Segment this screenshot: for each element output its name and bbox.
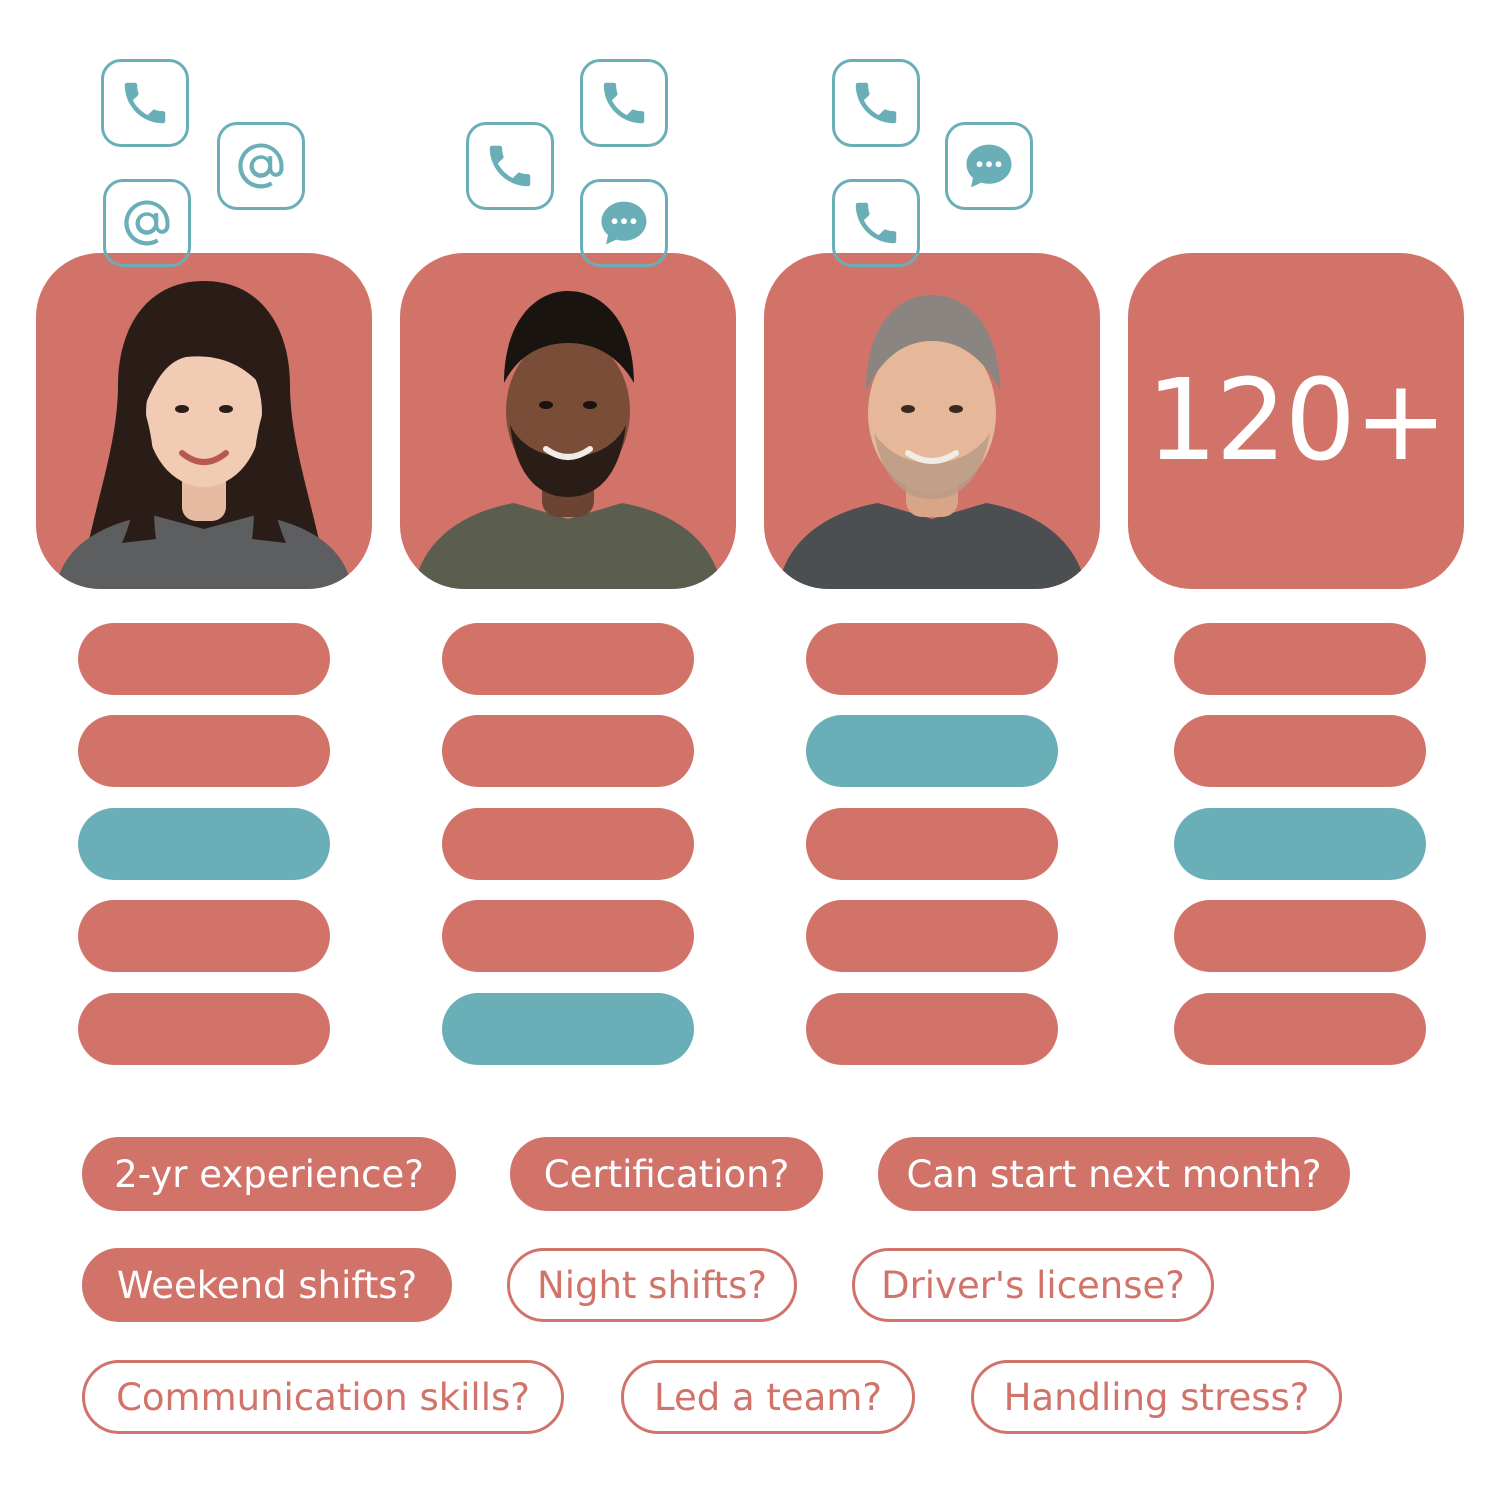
at-sign-icon (217, 122, 305, 210)
question-chip-night-shifts[interactable]: Night shifts? (507, 1248, 797, 1322)
candidate-card-3[interactable] (764, 253, 1100, 589)
at-sign-icon (103, 179, 191, 267)
phone-icon (832, 59, 920, 147)
more-candidates-attribute-bar-highlight (1174, 808, 1426, 880)
candidate-1-attribute-bar (78, 715, 330, 787)
question-chip-communication[interactable]: Communication skills? (82, 1360, 564, 1434)
phone-icon (832, 179, 920, 267)
question-chip-weekend-shifts[interactable]: Weekend shifts? (82, 1248, 452, 1322)
more-candidates-card[interactable]: 120+ (1128, 253, 1464, 589)
candidate-2-attribute-bar-highlight (442, 993, 694, 1065)
man-portrait (414, 291, 722, 589)
phone-icon (466, 122, 554, 210)
candidate-card-2[interactable] (400, 253, 736, 589)
candidate-1-attribute-bar (78, 993, 330, 1065)
candidate-1-attribute-bar (78, 623, 330, 695)
question-chip-certification[interactable]: Certification? (510, 1137, 823, 1211)
candidate-3-attribute-bar (806, 808, 1058, 880)
candidate-2-attribute-bar (442, 623, 694, 695)
man-portrait (778, 295, 1086, 589)
question-chip-start-date[interactable]: Can start next month? (878, 1137, 1350, 1211)
candidate-card-1[interactable] (36, 253, 372, 589)
more-candidates-attribute-bar (1174, 993, 1426, 1065)
candidate-2-attribute-bar (442, 900, 694, 972)
woman-portrait (56, 281, 352, 589)
chat-bubble-icon (945, 122, 1033, 210)
phone-icon (101, 59, 189, 147)
candidate-3-attribute-bar (806, 993, 1058, 1065)
candidate-1-attribute-bar (78, 900, 330, 972)
more-candidates-attribute-bar (1174, 623, 1426, 695)
candidate-2-attribute-bar (442, 808, 694, 880)
candidate-count: 120+ (1146, 356, 1448, 486)
candidate-3-attribute-bar-highlight (806, 715, 1058, 787)
phone-icon (580, 59, 668, 147)
candidate-1-attribute-bar-highlight (78, 808, 330, 880)
chat-bubble-icon (580, 179, 668, 267)
question-chip-experience[interactable]: 2-yr experience? (82, 1137, 456, 1211)
candidate-2-attribute-bar (442, 715, 694, 787)
question-chip-led-team[interactable]: Led a team? (621, 1360, 915, 1434)
more-candidates-attribute-bar (1174, 900, 1426, 972)
question-chip-handling-stress[interactable]: Handling stress? (971, 1360, 1342, 1434)
candidate-3-attribute-bar (806, 900, 1058, 972)
candidate-3-attribute-bar (806, 623, 1058, 695)
more-candidates-attribute-bar (1174, 715, 1426, 787)
question-chip-drivers-license[interactable]: Driver's license? (852, 1248, 1214, 1322)
